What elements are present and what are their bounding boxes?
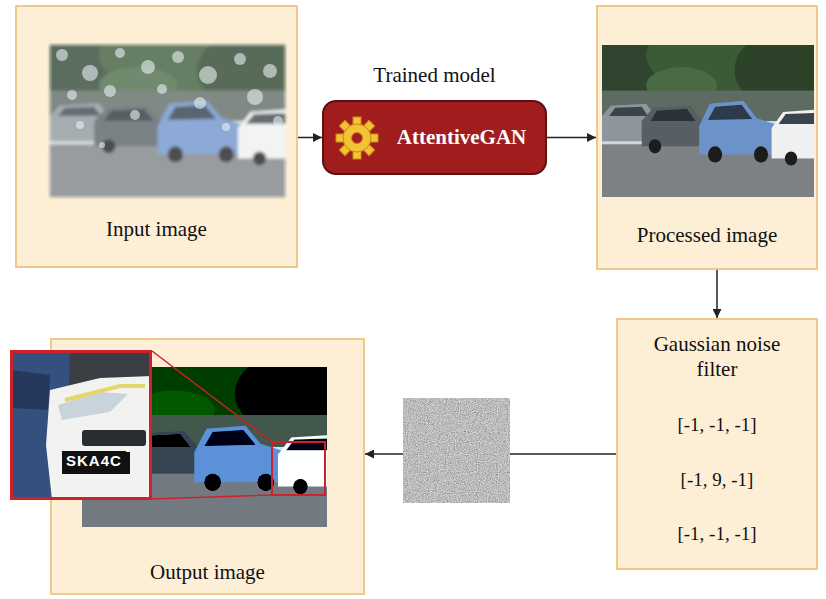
image-caption: Processed image [637, 223, 778, 248]
kernel-row: [-1, 9, -1] [681, 469, 754, 492]
model-box: Trained modelAttentiveGAN [322, 100, 547, 175]
rainy-photo [50, 45, 285, 197]
image-panel: Input image [15, 5, 298, 268]
flow-arrow [298, 137, 322, 139]
model-name: AttentiveGAN [397, 125, 526, 150]
kernel-row: [-1, -1, -1] [677, 523, 756, 546]
gear-icon [334, 115, 380, 161]
derained-photo [602, 45, 814, 197]
filter-box: Gaussian noise filter [-1, -1, -1] [-1, 9,… [616, 318, 818, 570]
image-panel: Processed image [596, 5, 818, 270]
kernel-row: [-1, -1, -1] [677, 414, 756, 437]
noise-pattern [403, 398, 510, 503]
flow-arrow [547, 137, 596, 139]
enhanced-photo [10, 350, 327, 527]
plate-text: SKA4C [62, 451, 126, 471]
image-caption: Output image [150, 560, 265, 585]
model-heading: Trained model [294, 63, 575, 88]
flow-arrow [716, 270, 718, 318]
filter-title: Gaussian noise filter [637, 332, 797, 382]
image-caption: Input image [106, 217, 207, 242]
